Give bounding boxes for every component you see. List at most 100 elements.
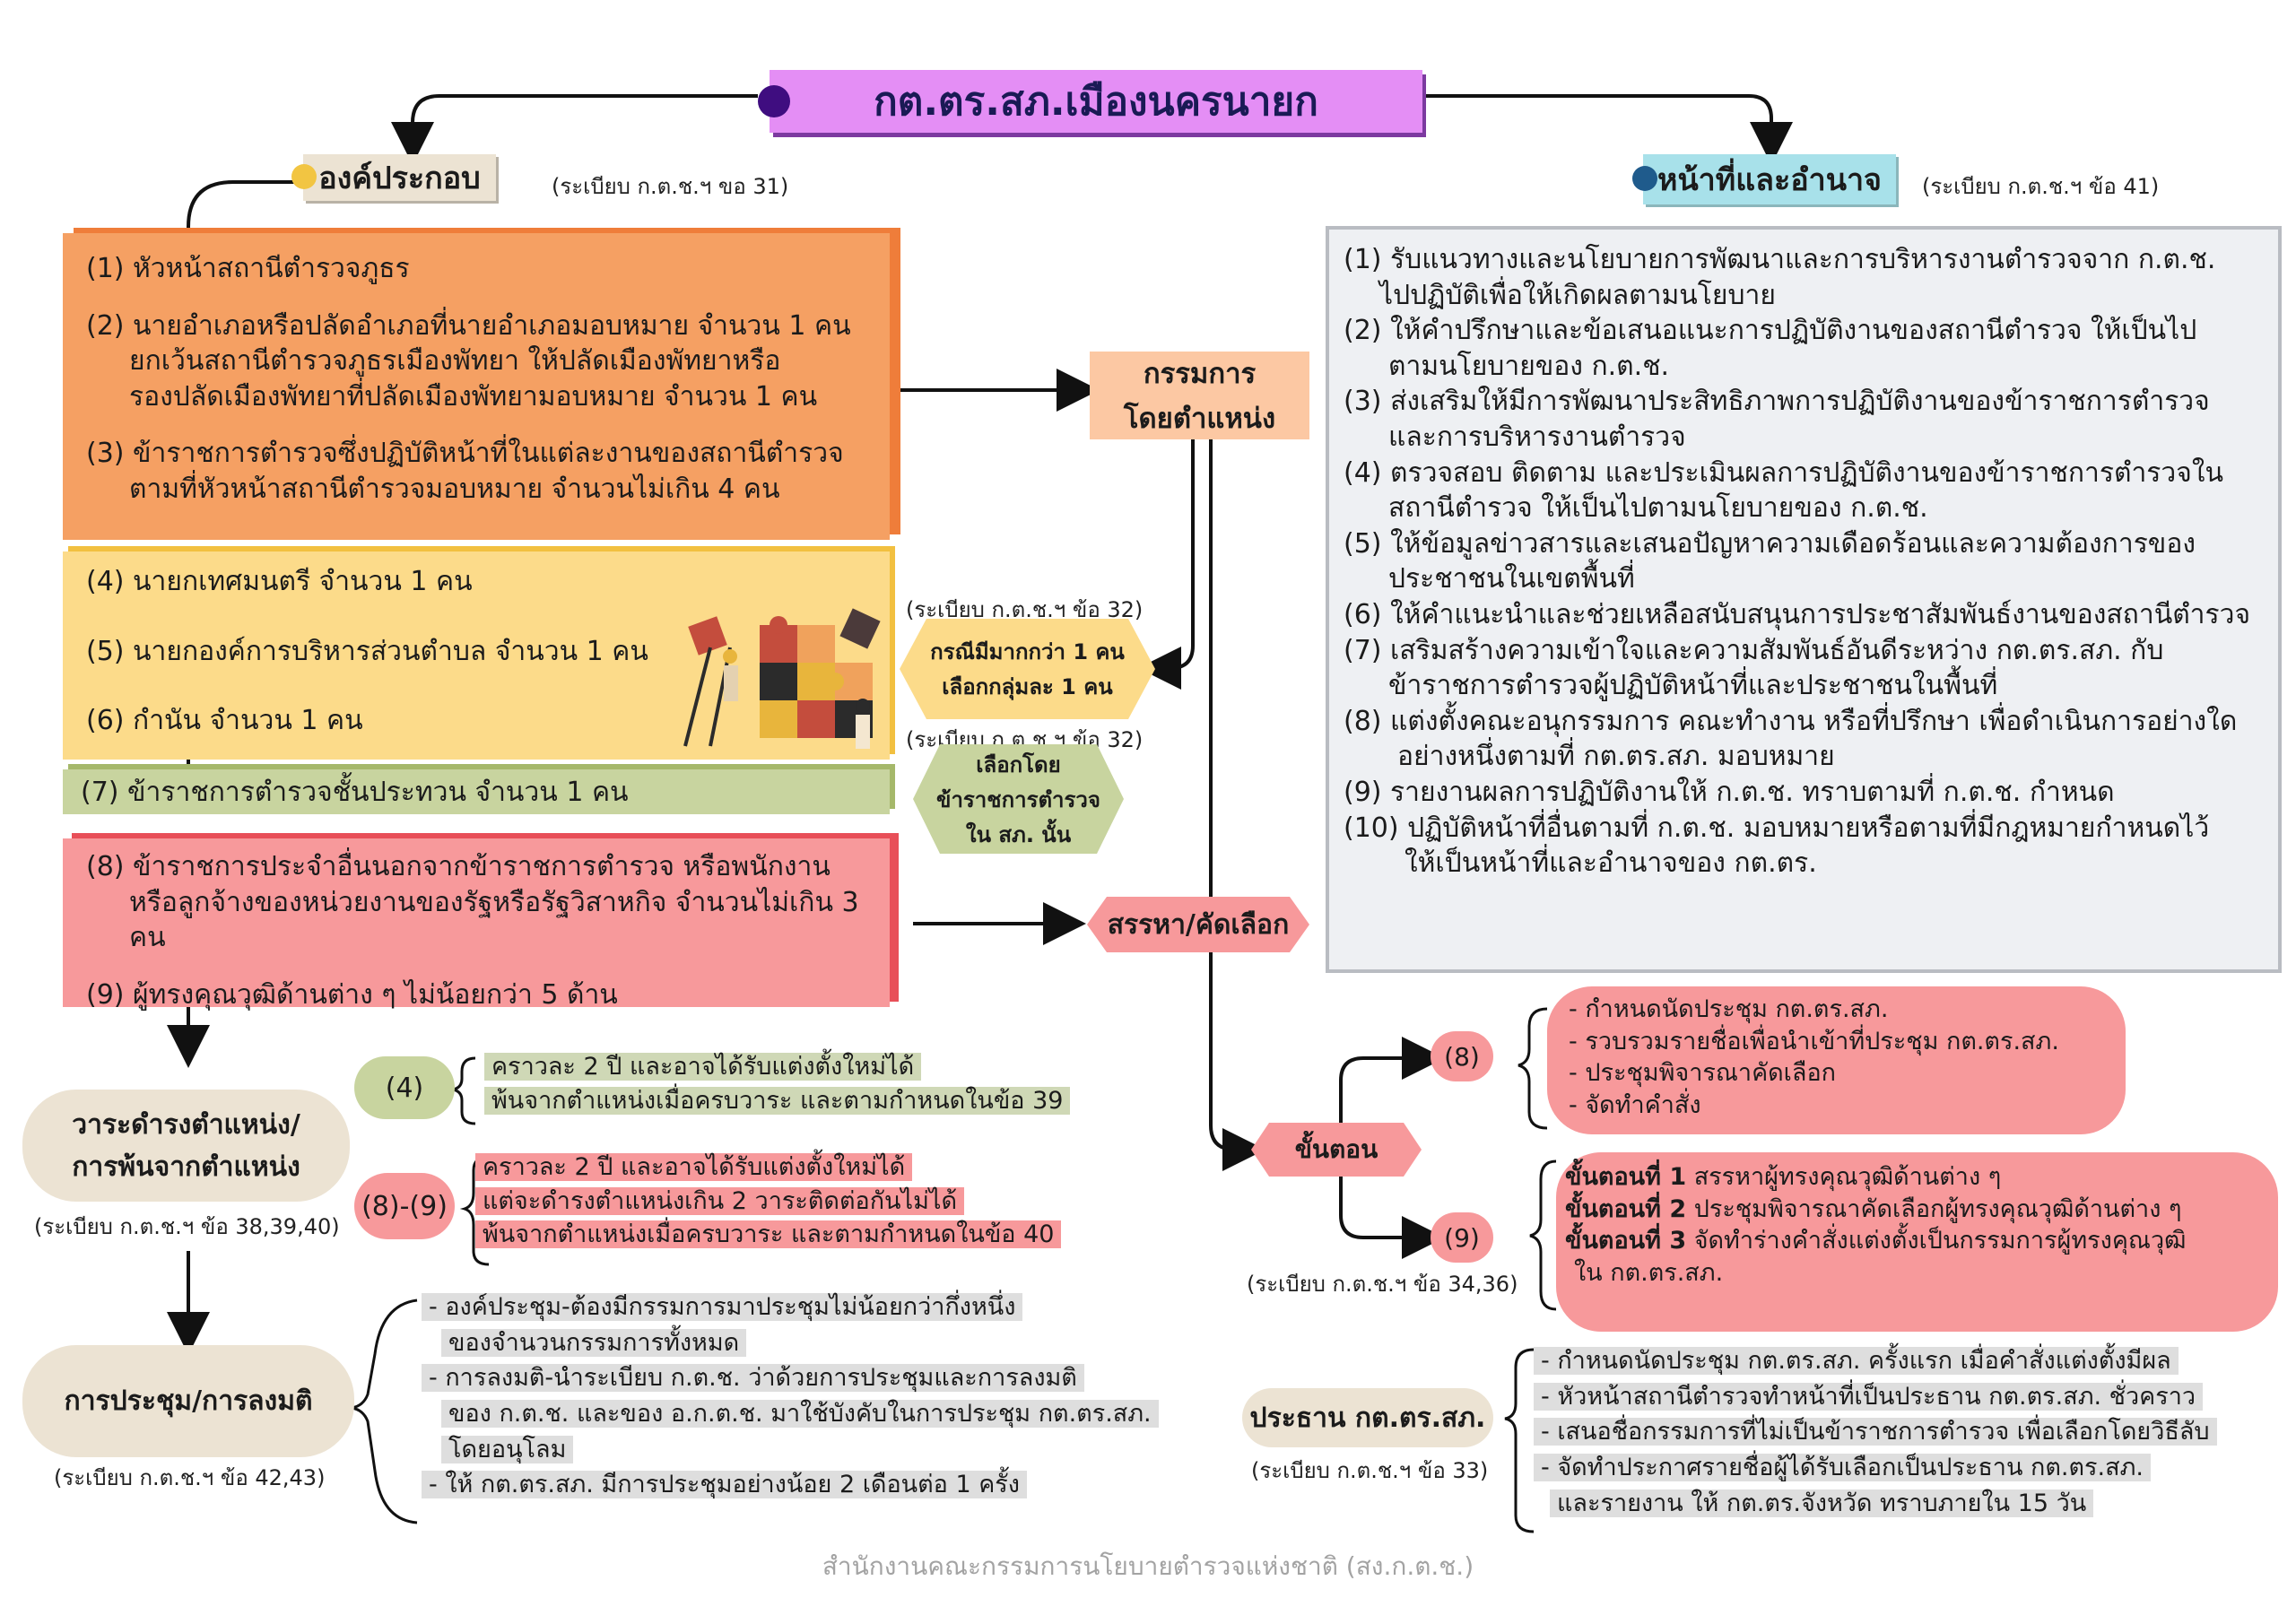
ref-34-36: (ระเบียบ ก.ต.ช.ฯ ข้อ 34,36) [1247,1272,1518,1297]
member-7: (7) ข้าราชการตำรวจชั้นประทวน จำนวน 1 คน [81,777,629,808]
recruit-text: สรรหา/คัดเลือก [1107,908,1290,941]
steps-hexagon [1251,1123,1422,1177]
composition-ref: (ระเบียบ ก.ต.ช.ฯ ขอ 31) [552,174,789,199]
member-2: (2) นายอำเภอหรือปลัดอำเภอที่นายอำเภอมอบห… [86,309,851,342]
elected-line-1: เลือกโดย [976,751,1061,777]
member-8-line-2: หรือลูกจ้างของหน่วยงานของรัฐหรือรัฐวิสาห… [129,886,859,954]
ex-officio-box: กรรมการ โดยตำแหน่ง [1090,352,1309,439]
multi-case-hexagon [900,619,1155,719]
term-group-4-text: คราวละ 2 ปี และอาจได้รับแต่งตั้งใหม่ได้ … [484,1051,1071,1116]
chair-duties: - กำหนดนัดประชุม กต.ตร.สภ. ครั้งแรก เมื่… [1534,1345,2278,1519]
step-8-box: - กำหนดนัดประชุม กต.ตร.สภ. - รวบรวมรายชื… [1547,986,2126,1134]
duty-5-line-2: ประชาชนในเขตพื้นที่ [1388,563,1635,595]
composition-dot-icon [291,164,317,189]
duty-8-line-2: อย่างหนึ่งตามที่ กต.ตร.สภ. มอบหมาย [1397,741,1835,773]
step-9-3-text: จัดทำร่างคำสั่งแต่งตั้งเป็นกรรมการผู้ทรง… [1686,1227,2187,1255]
ex-officio-line-1: กรรมการ [1143,358,1257,390]
term-group-4-line-1: คราวละ 2 ปี และอาจได้รับแต่งตั้งใหม่ได้ [484,1053,922,1081]
duty-1: (1) รับแนวทางและนโยบายการพัฒนาและการบริห… [1344,244,2216,275]
meeting-pill: การประชุม/การลงมติ [22,1345,354,1457]
duty-6: (6) ให้คำแนะนำและช่วยเหลือสนับสนุนการประ… [1344,598,2251,630]
members-group-orange: (1) หัวหน้าสถานีตำรวจภูธร (2) นายอำเภอหร… [63,233,890,540]
member-6: (6) กำนัน จำนวน 1 คน [86,705,363,737]
meeting-rule-vote: - การลงมติ-นำระเบียบ ก.ต.ช. ว่าด้วยการปร… [422,1364,1084,1393]
member-8: (8) ข้าราชการประจำอื่นนอกจากข้าราชการตำร… [86,851,831,882]
recruit-hexagon [1087,897,1309,952]
composition-heading-label: องค์ประกอบ [318,161,481,196]
ref-32-a: (ระเบียบ ก.ต.ช.ฯ ข้อ 32) [906,597,1144,622]
member-9: (9) ผู้ทรงคุณวุฒิด้านต่าง ๆ ไม่น้อยกว่า … [86,978,618,1011]
term-group-89-text: คราวละ 2 ปี และอาจได้รับแต่งตั้งใหม่ได้ … [475,1151,1062,1251]
recruit-label: สรรหา/คัดเลือก [1087,897,1309,952]
meeting-rule-quorum-line-2: ของจำนวนกรรมการทั้งหมด [441,1328,747,1357]
members-group-red: (8) ข้าราชการประจำอื่นนอกจากข้าราชการตำร… [63,838,890,1011]
elected-hexagon [913,744,1124,854]
duties-heading-label: หน้าที่และอำนาจ [1657,162,1882,198]
duty-7-line-2: ข้าราชการตำรวจผู้ปฏิบัติหน้าที่และประชาช… [1388,670,1998,702]
multi-case-line-2: เลือกกลุ่มละ 1 คน [942,674,1113,699]
meeting-label: การประชุม/การลงมติ [64,1385,313,1417]
member-3: (3) ข้าราชการตำรวจซึ่งปฏิบัติหน้าที่ในแต… [86,438,844,470]
meeting-ref: (ระเบียบ ก.ต.ช.ฯ ข้อ 42,43) [54,1465,326,1490]
member-1: (1) หัวหน้าสถานีตำรวจภูธร [86,253,410,284]
elected-line-2: ข้าราชการตำรวจ [936,786,1100,812]
step-9-label: (9) [1444,1222,1480,1253]
meeting-rule-quorum: - องค์ประชุม-ต้องมีกรรมการมาประชุมไม่น้อ… [422,1293,1023,1321]
steps-text: ขั้นตอน [1294,1134,1378,1164]
chair-item-3: - เสนอชื่อกรรมการที่ไม่เป็นข้าราชการตำรว… [1534,1418,2217,1446]
footer-credit: สำนักงานคณะกรรมการนโยบายตำรวจแห่งชาติ (ส… [822,1551,1474,1581]
duty-10: (10) ปฏิบัติหน้าที่อื่นตามที่ ก.ต.ช. มอบ… [1344,812,2210,844]
duties-ref: (ระเบียบ ก.ต.ช.ฯ ข้อ 41) [1922,174,2160,199]
step-8-item-4: - จัดทำคำสั่ง [1569,1090,1701,1119]
duty-7: (7) เสริมสร้างความเข้าใจและความสัมพันธ์อ… [1344,634,2164,666]
composition-heading: องค์ประกอบ [303,154,496,201]
elected-label: เลือกโดย ข้าราชการตำรวจ ใน สภ. นั้น [913,744,1124,854]
term-pill: วาระดำรงตำแหน่ง/ การพ้นจากตำแหน่ง [22,1090,350,1202]
term-group-89-line-3: พ้นจากตำแหน่งเมื่อครบวาระ และตามกำหนดในข… [475,1220,1062,1249]
chair-label: ประธาน กต.ตร.สภ. [1249,1402,1486,1434]
member-5: (5) นายกองค์การบริหารส่วนตำบล จำนวน 1 คน [86,635,648,667]
puzzle-team-illustration [683,608,881,749]
term-ref: (ระเบียบ ก.ต.ช.ฯ ข้อ 38,39,40) [34,1214,340,1239]
duty-5: (5) ให้ข้อมูลข่าวสารและเสนอปัญหาความเดือ… [1344,527,2196,560]
term-group-89-badge: (8)-(9) [354,1173,455,1239]
term-group-89-label: (8)-(9) [361,1190,448,1222]
step-8-badge: (8) [1431,1031,1493,1081]
meeting-rules: - องค์ประชุม-ต้องมีกรรมการมาประชุมไม่น้อ… [422,1291,1229,1501]
member-4: (4) นายกเทศมนตรี จำนวน 1 คน [86,566,473,597]
duty-8: (8) แต่งตั้งคณะอนุกรรมการ คณะทำงาน หรือท… [1344,705,2238,737]
multi-case-line-1: กรณีมีมากกว่า 1 คน [930,639,1125,664]
ref-33: (ระเบียบ ก.ต.ช.ฯ ข้อ 33) [1251,1458,1489,1483]
duty-4-line-2: สถานีตำรวจ ให้เป็นไปตามนโยบายของ ก.ต.ช. [1388,492,1928,525]
duties-dot-icon [1632,166,1657,191]
chair-item-4-line-2: และรายงาน ให้ กต.ตร.จังหวัด ทราบภายใน 15… [1550,1489,2094,1517]
chair-item-2: - หัวหน้าสถานีตำรวจทำหน้าที่เป็นประธาน ก… [1534,1382,2204,1411]
duty-3-line-2: และการบริหารงานตำรวจ [1388,421,1686,453]
duty-1-line-2: ไปปฏิบัติเพื่อให้เกิดผลตามนโยบาย [1379,279,1776,311]
duties-panel: (1) รับแนวทางและนโยบายการพัฒนาและการบริห… [1326,226,2282,973]
term-group-89-line-2: แต่จะดำรงตำแหน่งเกิน 2 วาระติดต่อกันไม่ไ… [475,1186,964,1215]
chair-item-1: - กำหนดนัดประชุม กต.ตร.สภ. ครั้งแรก เมื่… [1534,1347,2179,1375]
members-group-yellow: (4) นายกเทศมนตรี จำนวน 1 คน (5) นายกองค์… [63,551,890,760]
term-group-89-line-1: คราวละ 2 ปี และอาจได้รับแต่งตั้งใหม่ได้ [475,1153,913,1181]
members-group-green: (7) ข้าราชการตำรวจชั้นประทวน จำนวน 1 คน [63,769,890,814]
step-9-2-title: ขั้นตอนที่ 2 [1565,1194,1687,1223]
duties-heading: หน้าที่และอำนาจ [1643,154,1896,204]
chair-pill: ประธาน กต.ตร.สภ. [1242,1388,1493,1447]
step-9-3-title: ขั้นตอนที่ 3 [1565,1227,1687,1255]
ex-officio-line-2: โดยตำแหน่ง [1123,403,1276,435]
duty-10-line-2: ให้เป็นหน้าที่และอำนาจของ กต.ตร. [1405,847,1817,880]
term-group-4-line-2: พ้นจากตำแหน่งเมื่อครบวาระ และตามกำหนดในข… [484,1086,1071,1115]
member-2-line-3: รองปลัดเมืองพัทยาที่ปลัดเมืองพัทยามอบหมา… [129,380,818,413]
term-group-4-label: (4) [385,1072,424,1104]
title-box: กต.ตร.สภ.เมืองนครนายก [770,70,1422,133]
step-9-3-line-2: ใน กต.ตร.สภ. [1574,1258,1724,1287]
step-9-2-text: ประชุมพิจารณาคัดเลือกผู้ทรงคุณวุฒิด้านต่… [1686,1194,2182,1223]
step-8-label: (8) [1444,1041,1480,1072]
member-3-line-2: ตามที่หัวหน้าสถานีตำรวจมอบหมาย จำนวนไม่เ… [129,473,780,505]
chair-item-4: - จัดทำประกาศรายชื่อผู้ได้รับเลือกเป็นปร… [1534,1453,2151,1481]
meeting-rule-vote-line-3: โดยอนุโลม [441,1435,574,1463]
duty-3: (3) ส่งเสริมให้มีการพัฒนาประสิทธิภาพการป… [1344,386,2210,418]
duty-2-line-2: ตามนโยบายของ ก.ต.ช. [1388,350,1670,382]
